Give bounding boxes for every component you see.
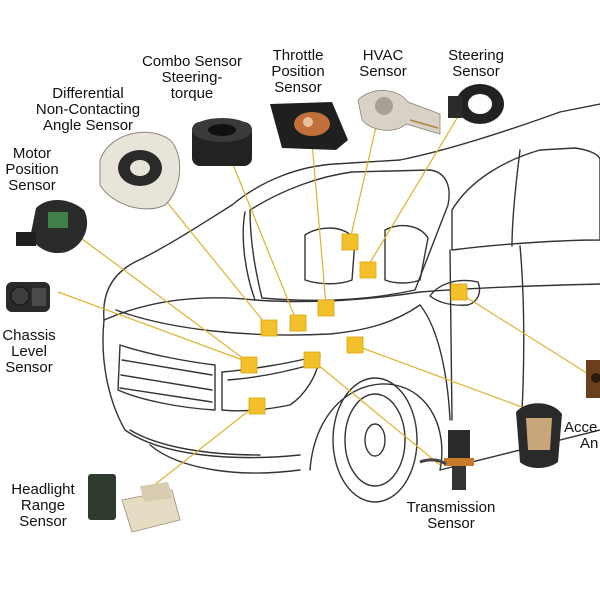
label-headlight-line2: Range (20, 497, 66, 514)
headlight-sensor-picture (88, 474, 181, 533)
label-combo-line3: torque (170, 85, 214, 102)
marker-combo (289, 314, 307, 332)
label-motor-sensor: Motor Position Sensor (0, 146, 64, 194)
leader-transmission (311, 359, 441, 466)
motor-sensor-picture (16, 199, 88, 254)
leader-mirror (457, 291, 591, 376)
chassis-sensor-picture (6, 282, 50, 312)
marker-mirror (450, 283, 468, 301)
label-combo-sensor: Combo Sensor Steering- torque (136, 54, 248, 102)
label-transmission-line2: Sensor (427, 515, 475, 532)
marker-headlight (248, 397, 266, 415)
label-headlight-line1: Headlight (11, 481, 75, 498)
car-illustration (102, 103, 600, 503)
leader-steering (367, 99, 469, 267)
label-chassis-line2: Level (11, 343, 47, 360)
throttle-sensor-picture (270, 102, 348, 150)
leader-accel (353, 344, 531, 411)
transmission-sensor-picture (419, 430, 474, 490)
label-accel-line2: An (580, 435, 599, 452)
differential-sensor-picture (99, 131, 181, 210)
edge-sensor-picture (586, 360, 600, 398)
leader-chassis (57, 291, 249, 363)
label-combo-line2: Steering- (161, 69, 223, 86)
marker-steering (359, 261, 377, 279)
label-steering-line1: Steering (448, 47, 504, 64)
label-differential-sensor: Differential Non-Contacting Angle Sensor (24, 86, 152, 134)
sensor-markers (240, 233, 468, 415)
leader-motor (69, 229, 249, 363)
label-transmission-sensor: Transmission Sensor (400, 500, 502, 532)
steering-sensor-picture (448, 84, 504, 124)
label-throttle-line3: Sensor (274, 79, 322, 96)
accel-sensor-picture (516, 403, 562, 468)
label-differential-line1: Differential (52, 85, 124, 102)
marker-accel (346, 336, 364, 354)
marker-throttle (317, 299, 335, 317)
label-chassis-line1: Chassis (2, 327, 56, 344)
label-hvac-line1: HVAC (362, 47, 404, 64)
label-throttle-line1: Throttle (272, 47, 324, 64)
label-headlight-sensor: Headlight Range Sensor (4, 482, 82, 530)
leader-lines (57, 99, 591, 491)
label-differential-line2: Non-Contacting (35, 101, 141, 118)
label-throttle-line2: Position (271, 63, 325, 80)
hvac-sensor-picture (357, 90, 441, 135)
label-throttle-sensor: Throttle Position Sensor (260, 48, 336, 96)
label-accel-line1: Acce (564, 420, 598, 436)
label-steering-line2: Sensor (452, 63, 500, 80)
leader-combo (231, 161, 297, 321)
label-differential-line3: Angle Sensor (42, 117, 134, 134)
label-steering-sensor: Steering Sensor (436, 48, 516, 80)
label-hvac-line2: Sensor (359, 63, 407, 80)
label-accel-sensor: Acce An (564, 420, 600, 452)
marker-hvac (341, 233, 359, 251)
leader-hvac (349, 117, 379, 241)
label-chassis-line3: Sensor (5, 359, 53, 376)
label-motor-line3: Sensor (8, 177, 56, 194)
label-motor-line1: Motor (12, 145, 52, 162)
label-motor-line2: Position (5, 161, 59, 178)
marker-chassis (240, 356, 258, 374)
label-transmission-line1: Transmission (406, 499, 496, 516)
label-headlight-line3: Sensor (19, 513, 67, 530)
leader-headlight (147, 404, 257, 491)
label-hvac-sensor: HVAC Sensor (350, 48, 416, 80)
label-combo-line1: Combo Sensor (141, 53, 243, 70)
label-chassis-sensor: Chassis Level Sensor (0, 328, 58, 376)
combo-sensor-picture (192, 118, 252, 166)
leader-throttle (311, 141, 327, 306)
marker-transmission (303, 351, 321, 369)
marker-differential (260, 319, 278, 337)
